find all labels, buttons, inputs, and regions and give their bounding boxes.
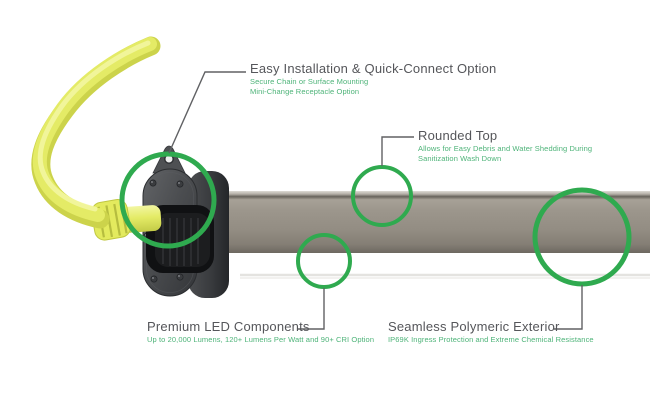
- callout-polymeric-exterior: Seamless Polymeric Exterior IP69K Ingres…: [388, 319, 594, 345]
- callout-title: Rounded Top: [418, 128, 498, 143]
- feature-highlight-circles: [119, 151, 632, 289]
- callout-subtext: Secure Chain or Surface Mounting: [250, 77, 369, 86]
- end-cap: [142, 145, 229, 298]
- callout-title: Seamless Polymeric Exterior: [388, 319, 560, 334]
- callout-rounded-top: Rounded Top Allows for Easy Debris and W…: [418, 128, 592, 163]
- callout-line-rounded-top: [381, 136, 414, 166]
- callout-subtext: Allows for Easy Debris and Water Sheddin…: [418, 144, 593, 153]
- callout-line-polymeric-exterior: [554, 285, 583, 330]
- callout-led-components: Premium LED Components Up to 20,000 Lume…: [147, 319, 374, 345]
- power-cable: [31, 36, 161, 229]
- highlight-circle-quick-connect: [119, 151, 217, 249]
- callout-subtext: Up to 20,000 Lumens, 120+ Lumens Per Wat…: [147, 335, 375, 344]
- callout-line-led-components: [298, 288, 325, 330]
- callout-title: Easy Installation & Quick-Connect Option: [250, 61, 497, 76]
- callout-title: Premium LED Components: [147, 319, 310, 334]
- fixture-tube: [212, 191, 650, 279]
- receptacle: [146, 205, 214, 273]
- callout-subtext: Mini-Change Receptacle Option: [250, 86, 360, 96]
- callout-lines: [168, 71, 583, 330]
- callout-subtext: Sanitization Wash Down: [418, 153, 502, 163]
- callout-quick-connect: Easy Installation & Quick-Connect Option…: [250, 61, 496, 96]
- highlight-circle-led-components: [296, 233, 352, 289]
- highlight-circle-rounded-top: [351, 165, 413, 227]
- highlight-circle-polymeric-exterior: [532, 187, 632, 287]
- callout-line-quick-connect: [168, 71, 246, 154]
- callout-subtext: IP69K Ingress Protection and Extreme Che…: [388, 335, 594, 344]
